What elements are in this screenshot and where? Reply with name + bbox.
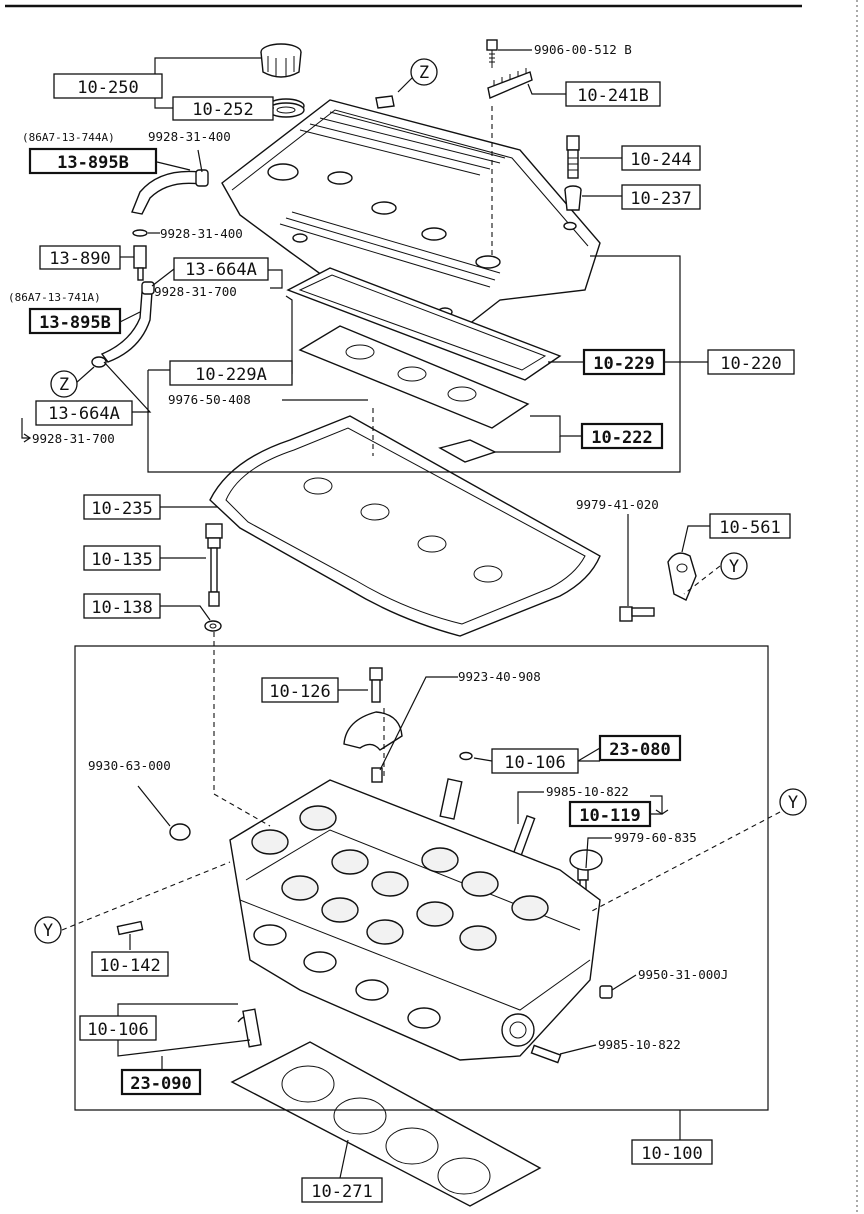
label-10-220[interactable]: 10-220 [720,354,781,374]
label-10-244[interactable]: 10-244 [630,150,691,170]
label-10-135[interactable]: 10-135 [91,550,152,570]
label-9906-00-512b[interactable]: 9906-00-512 B [534,42,632,57]
label-z-left[interactable]: Z [59,375,69,395]
label-13-895b-top[interactable]: 13-895B [57,153,129,173]
label-10-235[interactable]: 10-235 [91,499,152,519]
label-13-664a-top[interactable]: 13-664A [185,260,257,280]
grommet-drawing [564,185,582,211]
label-9985-10-822-a[interactable]: 9985-10-822 [546,784,629,799]
label-9950-31-000j[interactable]: 9950-31-000J [638,967,728,982]
hanger-bolt-drawing [619,606,655,622]
plug-well-gasket-drawing [438,439,497,463]
cover-bolt-drawing [566,135,580,179]
cylinder-head-cover-drawing [221,95,601,336]
label-13-890[interactable]: 13-890 [49,249,110,269]
label-10-138[interactable]: 10-138 [91,598,152,618]
label-10-252[interactable]: 10-252 [192,100,253,120]
label-10-229[interactable]: 10-229 [593,354,654,374]
label-23-090[interactable]: 23-090 [130,1074,191,1094]
pcv-hose-lower-drawing [91,281,155,368]
stud-upper-drawing [512,814,536,858]
stud-lower-drawing [530,1044,562,1064]
label-23-080[interactable]: 23-080 [609,740,670,760]
label-10-142[interactable]: 10-142 [99,956,160,976]
pcv-valve-drawing [132,229,148,281]
head-bolt-washer-drawing [204,620,222,632]
label-9985-10-822-b[interactable]: 9985-10-822 [598,1037,681,1052]
label-13-895b-bottom[interactable]: 13-895B [39,313,111,333]
leader-lines [21,49,781,1179]
cap-seal-drawing [267,98,305,118]
label-10-119[interactable]: 10-119 [579,806,640,826]
label-9979-60-835[interactable]: 9979-60-835 [614,830,697,845]
label-10-126[interactable]: 10-126 [269,682,330,702]
label-10-229a[interactable]: 10-229A [195,365,267,385]
valve-seal-clip-drawing [459,751,473,761]
head-gasket-drawing [230,1041,542,1207]
label-10-106-top[interactable]: 10-106 [504,753,565,773]
label-10-561[interactable]: 10-561 [719,518,780,538]
label-z-top[interactable]: Z [419,63,429,83]
label-10-106-bottom[interactable]: 10-106 [87,1020,148,1040]
label-9976-50-408[interactable]: 9976-50-408 [168,392,251,407]
label-9930-63-000[interactable]: 9930-63-000 [88,758,171,773]
engine-hanger-drawing [667,552,697,601]
label-9979-41-020[interactable]: 9979-41-020 [576,497,659,512]
dowel-pin-drawing [371,767,383,783]
label-y-right-top[interactable]: Y [729,557,739,577]
note-86a7-13-741a: (86A7-13-741A) [8,291,101,304]
label-y-left[interactable]: Y [43,921,53,941]
valve-guide-upper-drawing [439,778,463,820]
head-bolt-drawing [205,523,223,607]
label-9923-40-908[interactable]: 9923-40-908 [458,669,541,684]
small-screw-drawing [486,39,498,68]
cam-cap-bolt-drawing [369,667,383,703]
baffle-plate-drawing [487,68,533,99]
valve-guide-lower-drawing [242,1008,262,1048]
label-y-right-mid[interactable]: Y [788,793,798,813]
label-9928-31-700-b[interactable]: 9928-31-700 [32,431,115,446]
label-10-100[interactable]: 10-100 [641,1144,702,1164]
pcv-hose-upper-drawing [131,169,209,215]
cover-gasket-upper-drawing [286,267,562,381]
label-9928-31-700-a[interactable]: 9928-31-700 [154,284,237,299]
label-13-664a-bottom[interactable]: 13-664A [48,404,120,424]
label-10-222[interactable]: 10-222 [591,428,652,448]
label-10-250[interactable]: 10-250 [77,78,138,98]
plug-9950-31-000j-drawing [599,985,613,999]
stud-10-142-drawing [116,920,144,936]
cup-plug-drawing [169,823,191,841]
label-10-271[interactable]: 10-271 [311,1182,372,1202]
label-9928-31-400-a[interactable]: 9928-31-400 [148,129,231,144]
cam-cap-drawing [343,711,403,751]
label-10-241b[interactable]: 10-241B [577,86,649,106]
spark-plug-seal-gasket-drawing [298,325,530,429]
note-86a7-13-744a: (86A7-13-744A) [22,131,115,144]
head-cover-gasket-drawing [209,415,601,637]
oil-filler-cap-drawing [260,43,302,78]
label-9928-31-400-b[interactable]: 9928-31-400 [160,226,243,241]
label-10-237[interactable]: 10-237 [630,189,691,209]
labels: 10-250 10-252 Z (86A7-13-744A) 9928-31-4… [8,42,807,1203]
cylinder-head-drawing [229,779,603,1061]
